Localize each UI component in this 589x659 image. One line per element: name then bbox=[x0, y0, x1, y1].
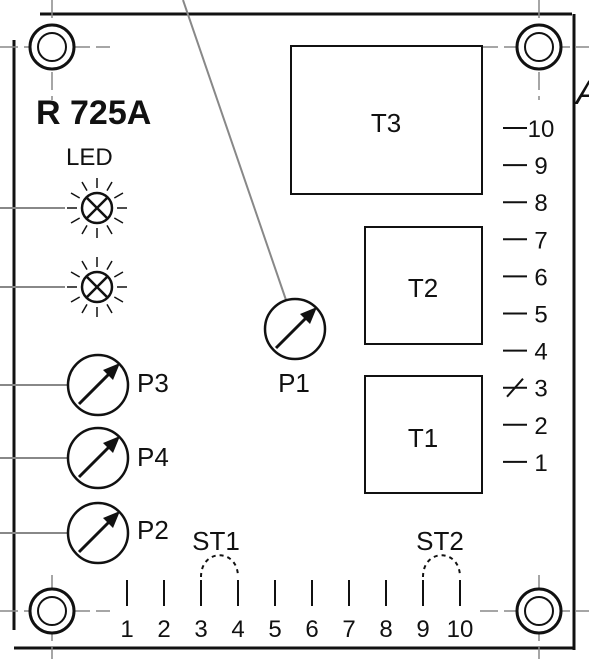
transformer-t2: T2 bbox=[364, 226, 483, 345]
right-terminal-6: 6 bbox=[503, 264, 548, 291]
bottom-terminal-label: 9 bbox=[416, 616, 429, 643]
bottom-terminal-label: 3 bbox=[194, 616, 207, 643]
bottom-terminal-label: 4 bbox=[231, 616, 244, 643]
right-terminal-3: 3 bbox=[503, 376, 548, 403]
right-terminal-4: 4 bbox=[503, 339, 548, 366]
jumper-st2-label: ST2 bbox=[416, 526, 464, 556]
right-terminal-label: 2 bbox=[534, 413, 547, 440]
p1-label: P1 bbox=[278, 368, 310, 398]
potentiometer-4-symbol bbox=[0, 501, 130, 565]
bottom-terminal-5: 5 bbox=[268, 580, 282, 643]
right-terminal-label: 5 bbox=[534, 302, 547, 329]
right-terminal-8: 8 bbox=[503, 190, 548, 217]
jumper-st1: ST1 bbox=[192, 526, 240, 578]
p4-label: P4 bbox=[137, 442, 169, 472]
bottom-terminal-4: 4 bbox=[231, 580, 245, 643]
board-title: R 725A bbox=[36, 94, 151, 132]
p2-label: P2 bbox=[137, 515, 169, 545]
bottom-terminal-label: 1 bbox=[120, 616, 133, 643]
bottom-terminal-8: 8 bbox=[379, 580, 393, 643]
mounting-hole-bottom-left bbox=[0, 575, 110, 659]
potentiometer-group: P1 P3 P4 P2 bbox=[0, 297, 327, 565]
potentiometer-2-symbol bbox=[0, 353, 130, 417]
board-outline bbox=[12, 12, 576, 650]
bottom-terminal-label: 6 bbox=[305, 616, 318, 643]
right-terminal-label: 4 bbox=[534, 339, 547, 366]
jumper-st1-label: ST1 bbox=[192, 526, 240, 556]
bottom-terminal-7: 7 bbox=[342, 580, 356, 643]
right-terminal-2: 2 bbox=[503, 413, 548, 440]
mounting-hole-top-right bbox=[480, 0, 589, 100]
led-label: LED bbox=[66, 144, 113, 171]
right-terminal-9: 9 bbox=[503, 153, 548, 180]
bottom-terminal-label: 5 bbox=[268, 616, 281, 643]
bottom-terminal-3: 3 bbox=[194, 580, 208, 643]
led-2 bbox=[0, 257, 127, 317]
jumper-st2: ST2 bbox=[416, 526, 464, 578]
right-terminal-label: 8 bbox=[534, 190, 547, 217]
bottom-terminal-label: 7 bbox=[342, 616, 355, 643]
right-terminal-label: 6 bbox=[534, 264, 547, 291]
mounting-hole-bottom-right bbox=[480, 575, 589, 659]
bottom-terminal-label: 10 bbox=[447, 616, 474, 643]
right-terminal-7: 7 bbox=[503, 227, 548, 254]
led-1 bbox=[0, 178, 127, 238]
bottom-terminal-1: 1 bbox=[120, 580, 134, 643]
right-terminal-10: 10 bbox=[503, 116, 554, 143]
bottom-terminal-10: 10 bbox=[447, 580, 474, 643]
transformer-t3: T3 bbox=[290, 45, 483, 195]
potentiometer-3-symbol bbox=[0, 426, 130, 490]
bottom-terminal-label: 8 bbox=[379, 616, 392, 643]
right-terminal-label: 7 bbox=[534, 227, 547, 254]
right-terminal-label: 1 bbox=[534, 450, 547, 477]
transformer-t3-label: T3 bbox=[371, 108, 401, 138]
bottom-terminal-label: 2 bbox=[157, 616, 170, 643]
potentiometer-1-symbol bbox=[263, 297, 327, 361]
transformer-t1-label: T1 bbox=[408, 423, 438, 453]
p3-label: P3 bbox=[137, 368, 169, 398]
right-terminal-label: 3 bbox=[534, 376, 547, 403]
transformer-t2-label: T2 bbox=[408, 273, 438, 303]
right-terminal-label: 10 bbox=[528, 116, 555, 143]
right-terminal-5: 5 bbox=[503, 302, 548, 329]
bottom-terminal-2: 2 bbox=[157, 580, 171, 643]
bottom-terminal-9: 9 bbox=[416, 580, 430, 643]
led-group bbox=[0, 178, 127, 317]
mounting-hole-top-left bbox=[0, 0, 110, 100]
right-terminal-label: 9 bbox=[534, 153, 547, 180]
right-terminal-strip: 10 9 8 7 6 5 4 3 2 1 bbox=[503, 116, 554, 477]
bottom-terminal-6: 6 bbox=[305, 580, 319, 643]
right-terminal-1: 1 bbox=[503, 450, 548, 477]
transformer-t1: T1 bbox=[364, 375, 483, 494]
p1-leader-line bbox=[182, 0, 287, 301]
partial-letter: A bbox=[574, 74, 589, 112]
